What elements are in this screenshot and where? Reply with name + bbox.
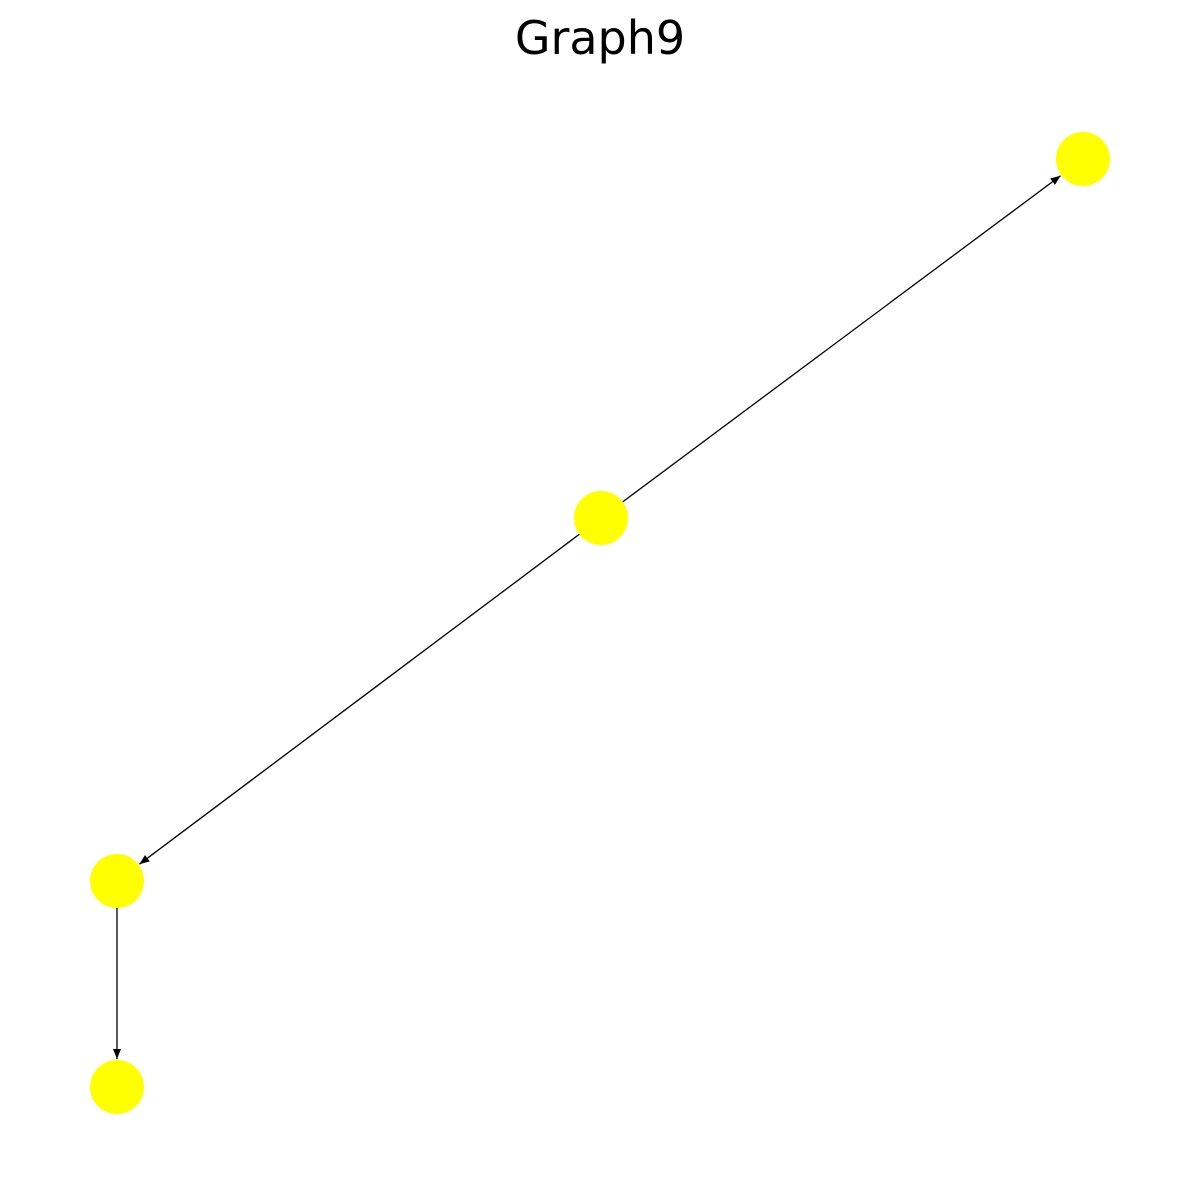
node-n0 bbox=[574, 491, 628, 545]
nodes-layer bbox=[90, 132, 1110, 1114]
node-n1 bbox=[1056, 132, 1110, 186]
edge-n0-n1 bbox=[622, 175, 1061, 503]
node-n3 bbox=[90, 1060, 144, 1114]
edges-layer bbox=[113, 175, 1061, 1059]
node-n2 bbox=[90, 854, 144, 908]
graph-title: Graph9 bbox=[514, 11, 686, 65]
edge-n0-n2 bbox=[139, 533, 580, 865]
